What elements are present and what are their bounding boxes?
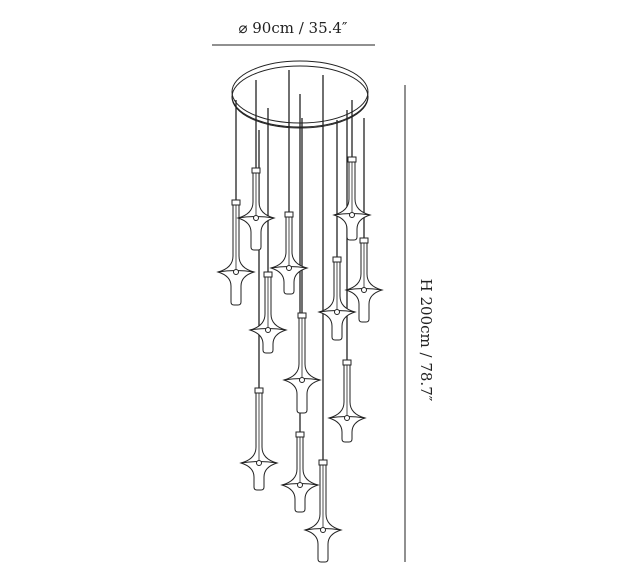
pendant-lamp xyxy=(216,199,256,306)
height-label: H 200cm / 78.7″ xyxy=(417,279,435,402)
pendant-lamp xyxy=(344,237,384,323)
pendant-lamp xyxy=(332,156,372,241)
pendant-lamp xyxy=(317,256,357,341)
diameter-label: ⌀ 90cm / 35.4″ xyxy=(238,19,347,37)
pendant-lamp xyxy=(280,431,320,513)
pendant-lamp xyxy=(282,312,322,414)
pendant-lamp xyxy=(327,359,367,443)
pendant-lamp xyxy=(269,211,309,295)
pendant-lamp xyxy=(248,271,288,354)
pendant-lamp xyxy=(236,167,276,251)
pendants xyxy=(216,156,384,563)
pendant-lamp xyxy=(303,459,343,563)
pendant-lamp xyxy=(239,387,279,491)
